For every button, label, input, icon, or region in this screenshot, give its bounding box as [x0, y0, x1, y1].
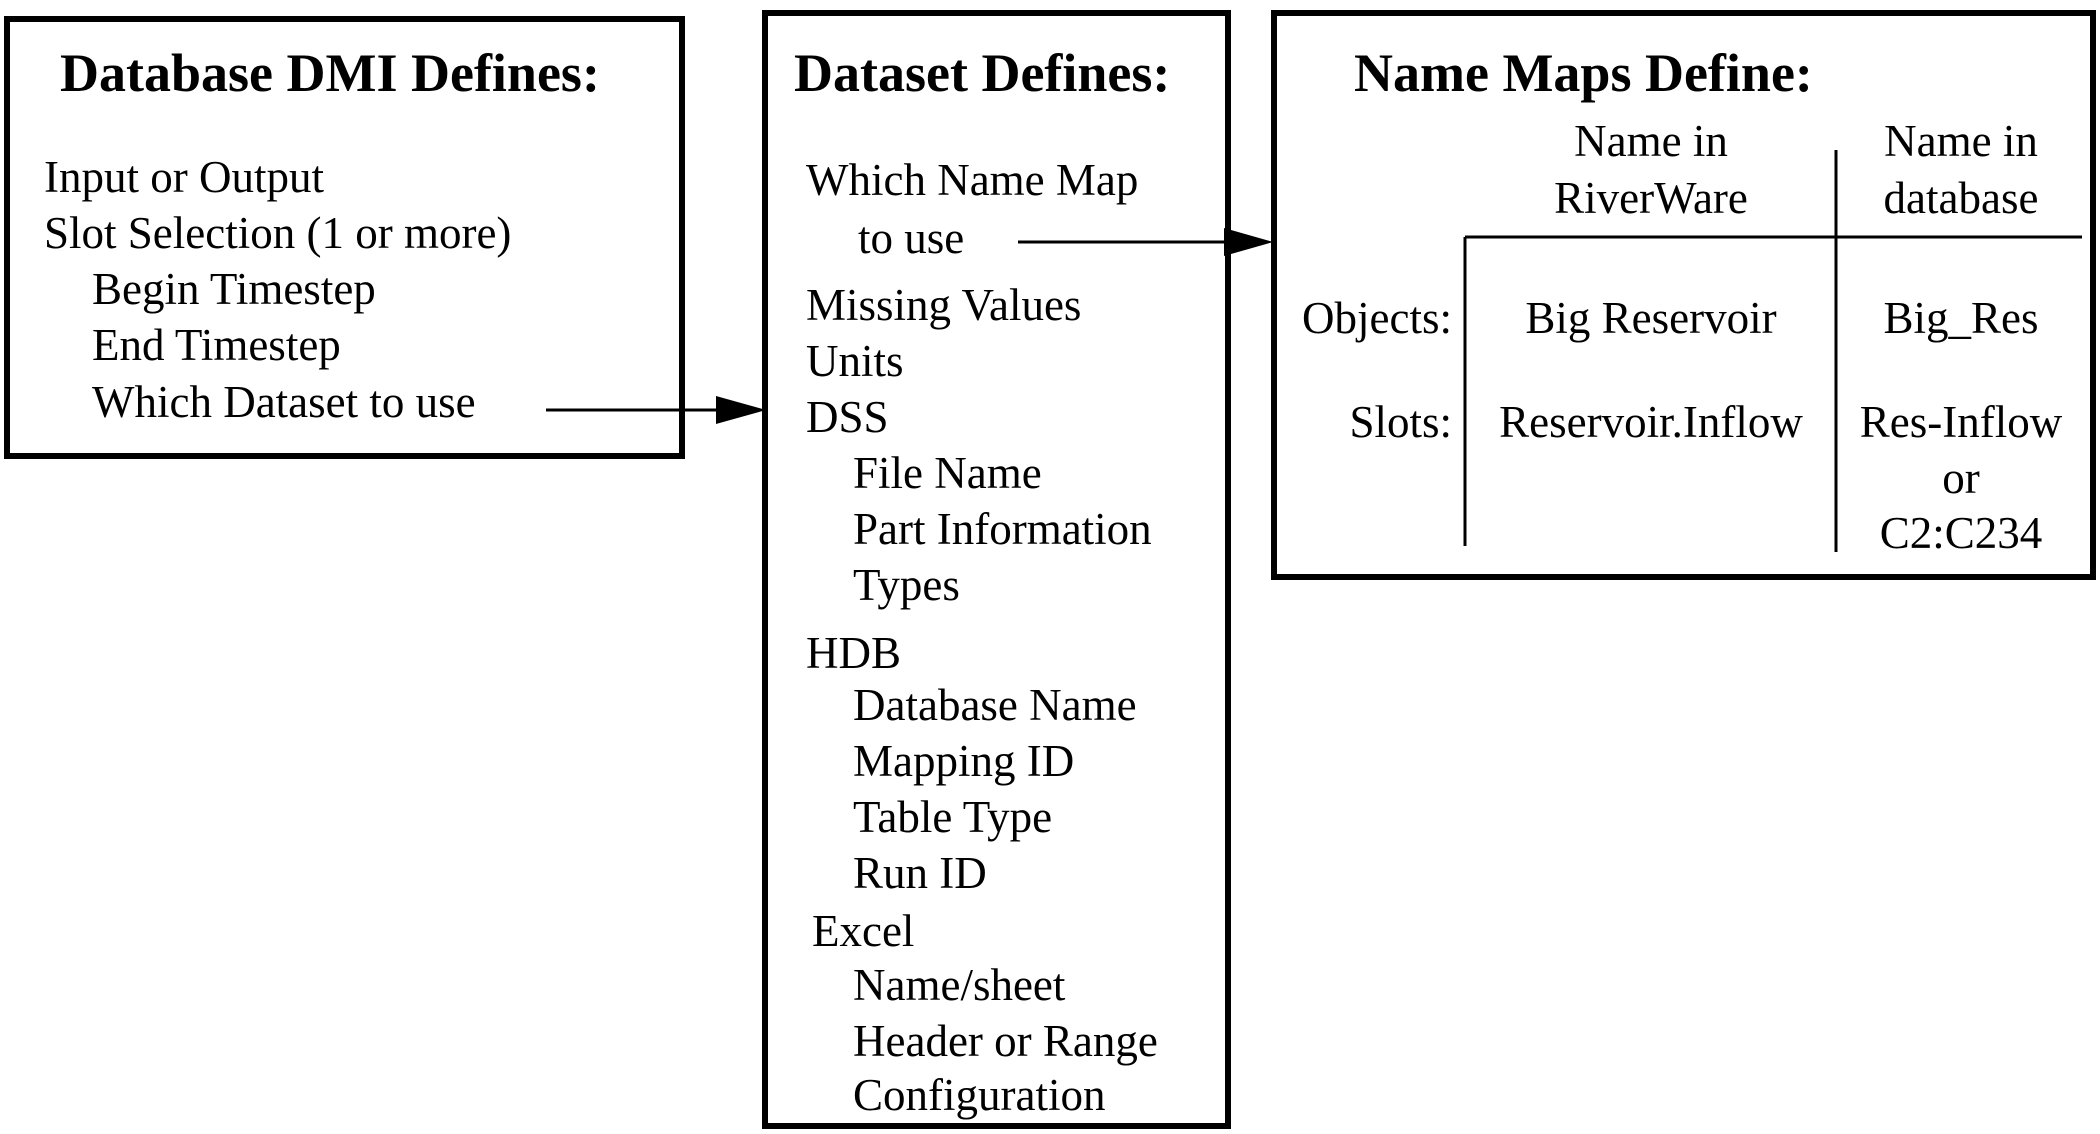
row-label-objects: Objects:: [1302, 293, 1452, 343]
dataset-item-database-name: Database Name: [853, 680, 1137, 730]
dataset-item-run-id: Run ID: [853, 848, 987, 898]
dataset-item-dss: DSS: [806, 392, 889, 442]
col-header-database-line2: database: [1883, 173, 2039, 223]
dmi-item-end-timestep: End Timestep: [92, 320, 341, 370]
dataset-item-mapping-id: Mapping ID: [853, 736, 1075, 786]
row-label-slots: Slots:: [1349, 397, 1452, 447]
cell-objects-database: Big_Res: [1883, 293, 2039, 343]
cell-slots-database-line2: or: [1942, 453, 1980, 503]
database-dmi-title: Database DMI Defines:: [60, 43, 600, 103]
dmi-item-begin-timestep: Begin Timestep: [92, 264, 376, 314]
col-header-riverware-line1: Name in: [1574, 116, 1728, 166]
dmi-item-slot-selection: Slot Selection (1 or more): [44, 208, 512, 258]
cell-slots-database-line3: C2:C234: [1879, 508, 2043, 558]
arrow-dmi-to-dataset-head: [716, 396, 766, 424]
dmi-item-which-dataset: Which Dataset to use: [92, 377, 476, 427]
cell-slots-database-line1: Res-Inflow: [1859, 397, 2063, 447]
col-header-database-line1: Name in: [1884, 116, 2038, 166]
dataset-item-units: Units: [806, 336, 904, 386]
database-dmi-box: [4, 16, 685, 459]
dataset-item-header-or-range: Header or Range: [853, 1016, 1158, 1066]
name-maps-title: Name Maps Define:: [1354, 43, 1813, 103]
dataset-item-excel: Excel: [812, 906, 915, 956]
name-maps-box: [1271, 10, 2096, 580]
dmi-item-input-output: Input or Output: [44, 152, 324, 202]
dataset-box: [762, 10, 1231, 1129]
dataset-item-hdb: HDB: [806, 628, 902, 678]
dataset-item-missing-values: Missing Values: [806, 280, 1082, 330]
dataset-item-configuration: Configuration: [853, 1070, 1106, 1120]
dataset-item-file-name: File Name: [853, 448, 1042, 498]
dataset-item-table-type: Table Type: [853, 792, 1053, 842]
dataset-item-name-sheet: Name/sheet: [853, 960, 1066, 1010]
dataset-item-to-use: to use: [858, 213, 965, 263]
dataset-title: Dataset Defines:: [794, 43, 1171, 103]
dataset-item-which-name-map: Which Name Map: [806, 155, 1139, 205]
cell-slots-riverware: Reservoir.Inflow: [1499, 397, 1803, 447]
dataset-item-part-information: Part Information: [853, 504, 1152, 554]
arrow-dataset-to-namemaps-head: [1224, 228, 1273, 256]
col-header-riverware-line2: RiverWare: [1554, 173, 1748, 223]
dataset-item-types: Types: [853, 560, 960, 610]
cell-objects-riverware: Big Reservoir: [1525, 293, 1777, 343]
